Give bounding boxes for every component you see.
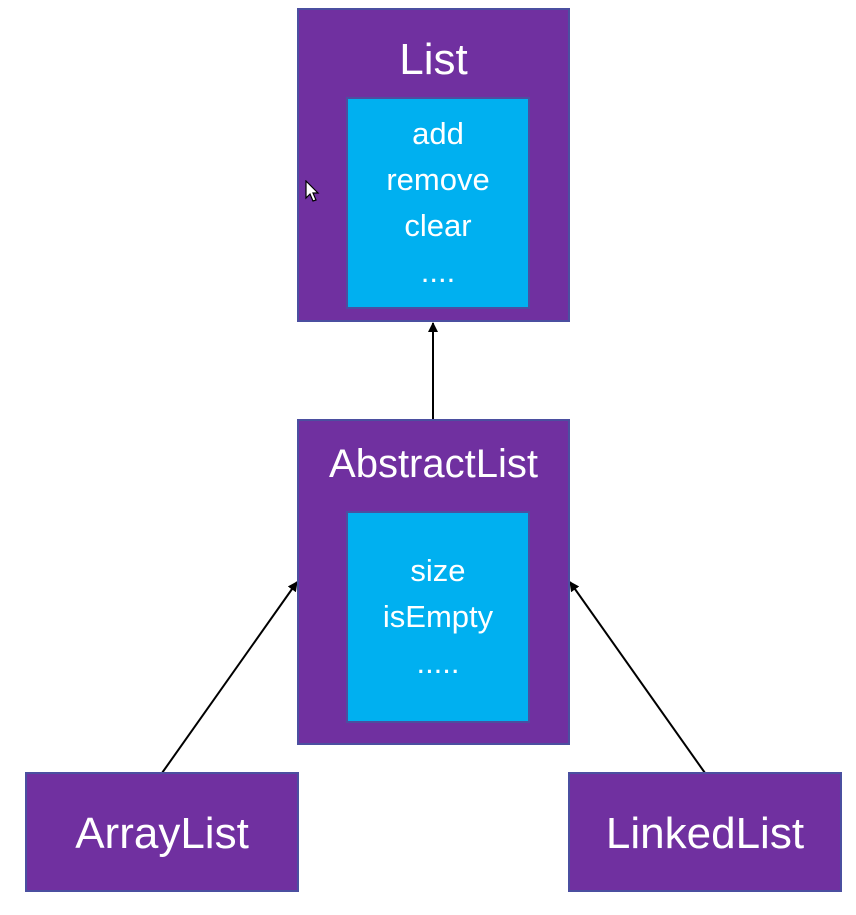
- method-size: size: [410, 553, 466, 588]
- mouse-pointer-icon: [305, 180, 320, 202]
- arraylist-title: ArrayList: [75, 809, 249, 858]
- method-isempty: isEmpty: [382, 599, 494, 634]
- abstractlist-box[interactable]: AbstractList size isEmpty .....: [297, 419, 570, 745]
- linkedlist-title: LinkedList: [605, 809, 805, 858]
- list-interface-box[interactable]: List add remove clear ....: [297, 8, 570, 322]
- method-ellipsis: ....: [420, 254, 456, 289]
- method-add: add: [412, 116, 464, 151]
- arrow-arraylist-to-abstractlist: [161, 581, 298, 774]
- method-remove: remove: [386, 162, 490, 197]
- abstractlist-methods-box: size isEmpty .....: [346, 511, 530, 723]
- arrow-linkedlist-to-abstractlist: [569, 581, 706, 774]
- linkedlist-box[interactable]: LinkedList: [568, 772, 842, 892]
- list-title: List: [399, 35, 468, 84]
- method-clear: clear: [404, 208, 472, 243]
- method-ellipsis: .....: [416, 645, 460, 680]
- abstractlist-title: AbstractList: [329, 442, 538, 486]
- arraylist-box[interactable]: ArrayList: [25, 772, 299, 892]
- list-methods-box: add remove clear ....: [346, 97, 530, 309]
